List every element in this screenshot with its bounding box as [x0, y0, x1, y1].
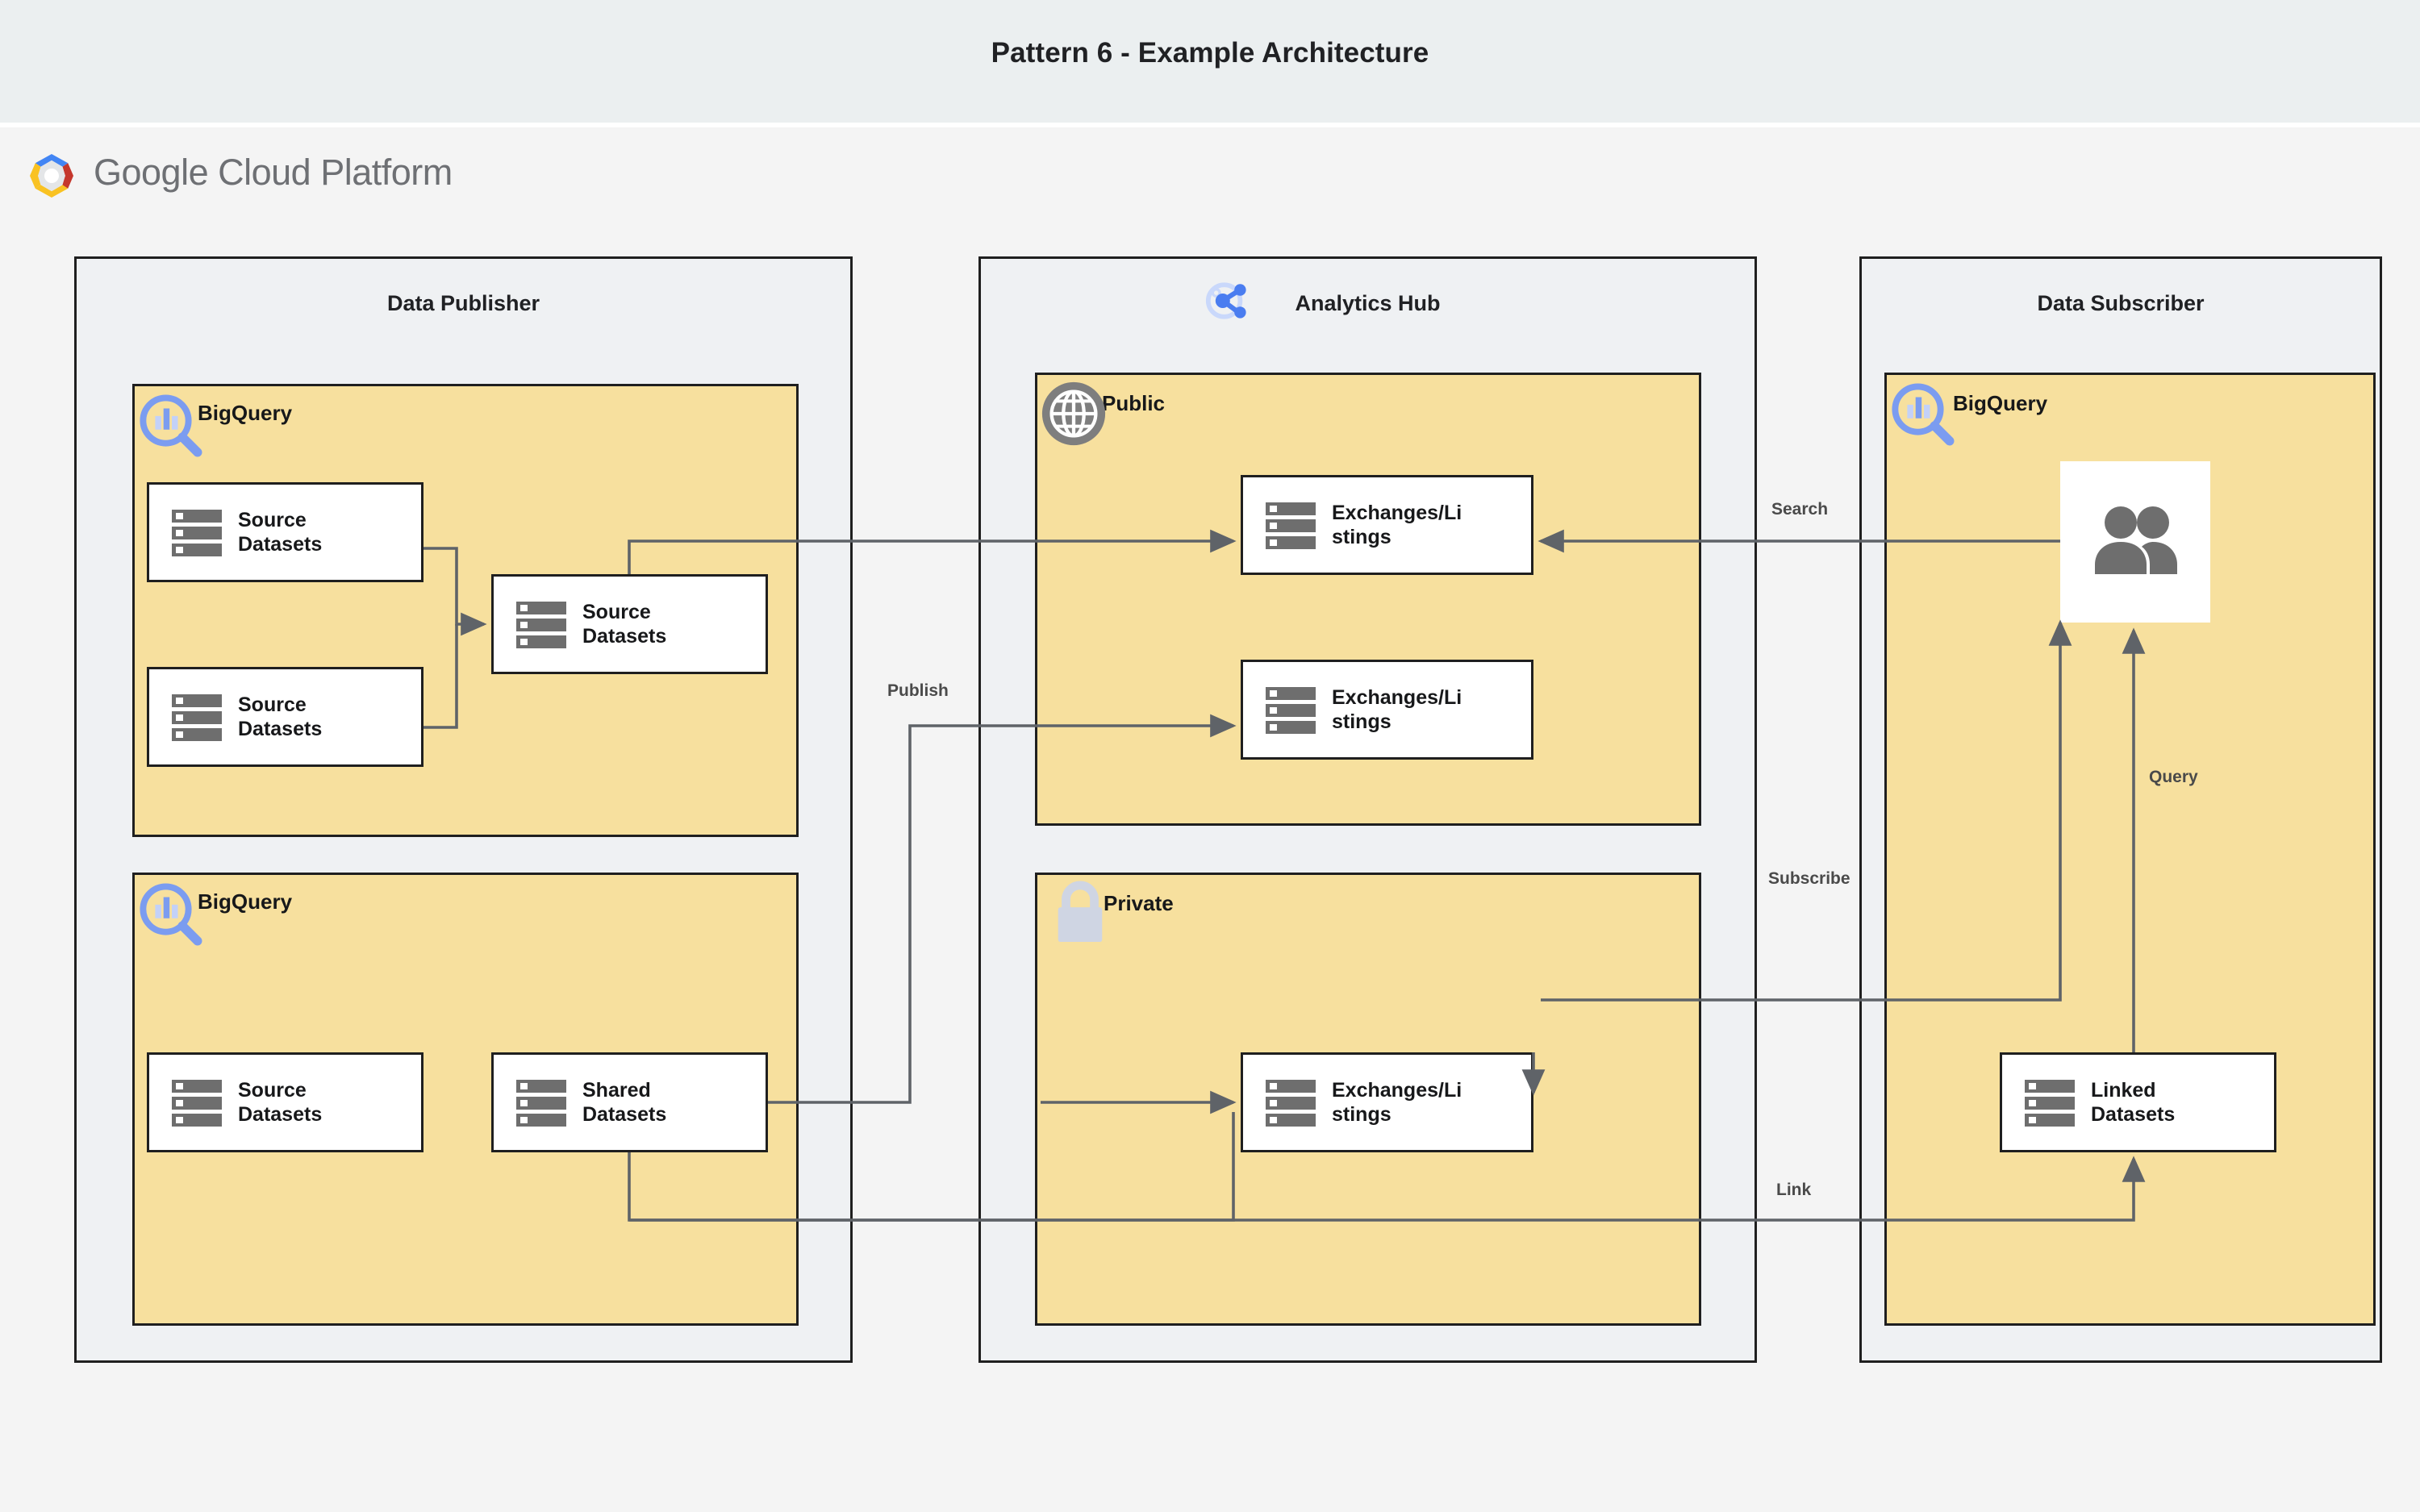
- datasets-icon: [1266, 500, 1316, 550]
- bigquery-icon: [140, 394, 202, 457]
- datasets-icon: [516, 1077, 566, 1127]
- bigquery-icon: [1892, 383, 1955, 446]
- datasets-icon: [1266, 1077, 1316, 1127]
- title-band: Pattern 6 - Example Architecture: [0, 0, 2420, 123]
- datasets-icon: [2025, 1077, 2075, 1127]
- globe-icon: [1041, 381, 1106, 446]
- datasets-icon: [1266, 685, 1316, 735]
- node-label-exchanges-2: Exchanges/Listings: [1332, 685, 1462, 734]
- gcp-hexagon-logo-icon: [30, 154, 73, 198]
- edge-label-subscribe: Subscribe: [1768, 869, 1850, 888]
- datasets-icon: [172, 507, 222, 557]
- node-exchanges-listings-2[interactable]: Exchanges/Listings: [1241, 660, 1533, 760]
- service-label-bigquery-bottom: BigQuery: [198, 889, 293, 914]
- lock-icon: [1058, 881, 1103, 943]
- service-label-public: Public: [1102, 391, 1166, 415]
- edge-label-search: Search: [1771, 500, 1829, 519]
- gcp-logo: Google Cloud Platform: [23, 147, 458, 211]
- datasets-icon: [516, 599, 566, 649]
- edge-label-publish: Publish: [887, 681, 949, 700]
- group-title-publisher: Data Publisher: [386, 291, 540, 315]
- users-icon: [2095, 506, 2177, 574]
- service-label-private: Private: [1104, 891, 1174, 915]
- datasets-icon: [172, 1077, 222, 1127]
- node-label-exchanges-3: Exchanges/Listings: [1332, 1078, 1462, 1127]
- node-exchanges-listings-1[interactable]: Exchanges/Listings: [1241, 475, 1533, 575]
- node-exchanges-listings-3[interactable]: Exchanges/Listings: [1241, 1052, 1533, 1152]
- service-label-bigquery-subscriber: BigQuery: [1953, 391, 2048, 415]
- service-label-bigquery-top: BigQuery: [198, 401, 293, 425]
- edge-label-query: Query: [2149, 768, 2198, 786]
- gcp-wordmark: Google Cloud Platform: [94, 152, 453, 193]
- bigquery-icon: [140, 883, 202, 946]
- node-subscriber-users[interactable]: [2060, 461, 2210, 623]
- node-label-exchanges-1: Exchanges/Listings: [1332, 501, 1462, 549]
- group-title-analytics-hub: Analytics Hub: [1295, 291, 1441, 315]
- datasets-icon: [172, 692, 222, 742]
- edge-label-link: Link: [1776, 1181, 1812, 1199]
- analytics-hub-icon: [1205, 282, 1246, 319]
- page-title: Pattern 6 - Example Architecture: [991, 37, 1429, 69]
- group-title-subscriber: Data Subscriber: [2037, 291, 2205, 315]
